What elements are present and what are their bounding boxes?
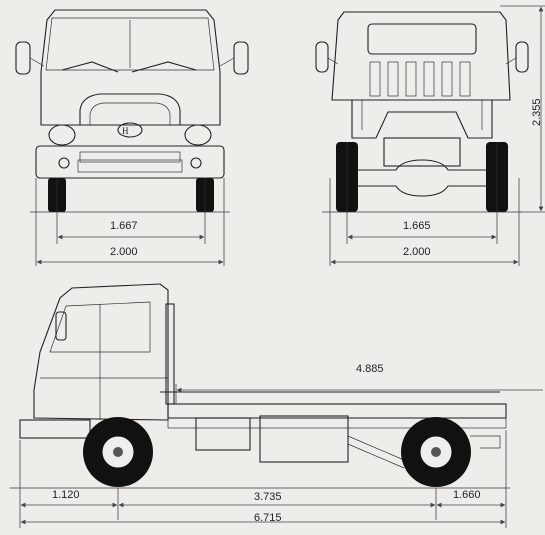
front-width-label: 2.000 [110,246,138,258]
overall-length-label: 6.715 [254,512,282,524]
overall-height-label: 2.355 [531,98,543,126]
front-track-label: 1.667 [110,220,138,232]
front-view: H [15,9,249,266]
rear-overhang-label: 1.660 [453,489,481,501]
rear-track-label: 1.665 [403,220,431,232]
wheelbase-label: 3.735 [254,491,282,503]
rear-width-label: 2.000 [403,246,431,258]
chassis-length-label: 4.885 [356,363,384,375]
rear-view [315,5,545,266]
side-view [10,283,543,528]
svg-text:H: H [122,126,129,136]
front-overhang-label: 1.120 [52,489,80,501]
